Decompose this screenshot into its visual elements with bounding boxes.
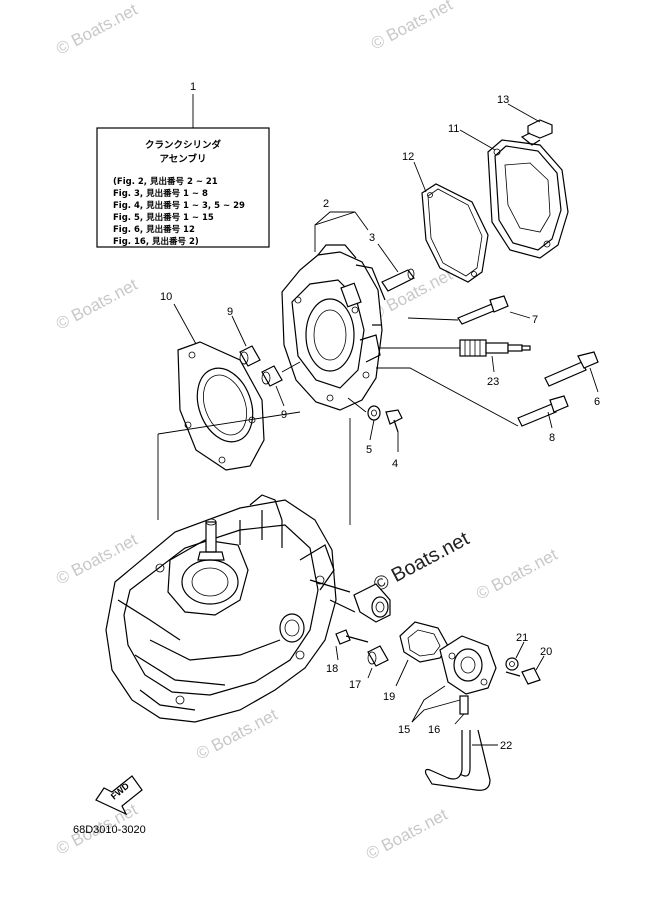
callout-18: 18	[326, 663, 338, 675]
callout-19: 19	[383, 691, 395, 703]
part-11-cover	[459, 129, 569, 259]
callout-16: 16	[428, 724, 440, 736]
watermark: © Boats.net	[53, 275, 141, 334]
box-line: Fig. 3, 見出番号 1 ~ 8	[113, 188, 208, 199]
part-6-bolt	[544, 351, 599, 393]
part-20-bolt	[505, 655, 545, 685]
box-line: Fig. 6, 見出番号 12	[113, 224, 195, 235]
part-15-fitting	[411, 635, 497, 723]
callout-15: 15	[398, 724, 410, 736]
box-line: Fig. 4, 見出番号 1 ~ 3, 5 ~ 29	[113, 200, 245, 211]
callout-layer: 1 2 3 4 5 6 7 8 9 9 10 11 12 13 15 16 17…	[160, 81, 600, 752]
part-17-spacer	[367, 645, 389, 679]
callout-9-lower: 9	[281, 409, 287, 421]
part-23-spark-plug	[378, 339, 531, 373]
watermark: © Boats.net	[368, 265, 456, 324]
box-title-line1: クランクシリンダ	[145, 139, 222, 151]
part-9-pin-upper	[231, 315, 261, 367]
callout-10: 10	[160, 291, 172, 303]
part-13-bolt	[507, 103, 553, 146]
box-line: (Fig. 2, 見出番号 2 ~ 21	[113, 176, 218, 187]
callout-6: 6	[594, 396, 600, 408]
box-line: Fig. 16, 見出番号 2)	[113, 236, 199, 247]
callout-1: 1	[190, 81, 196, 93]
callout-7: 7	[532, 314, 538, 326]
callout-23: 23	[487, 376, 499, 388]
callout-3: 3	[369, 232, 375, 244]
part-16-nipple	[454, 695, 469, 725]
callout-21: 21	[516, 632, 528, 644]
part-4-screw	[385, 409, 403, 452]
part-10-gasket	[173, 303, 265, 471]
leader-head-to-washer	[347, 397, 367, 413]
callout-22: 22	[500, 740, 512, 752]
watermark-center: © Boats.net	[370, 528, 473, 597]
figure-code: 68D3010-3020	[73, 824, 146, 836]
watermark: © Boats.net	[53, 0, 141, 59]
callout-5: 5	[366, 444, 372, 456]
watermark: © Boats.net	[368, 0, 456, 54]
callout-2: 2	[323, 198, 329, 210]
callout-12: 12	[402, 151, 414, 163]
part-2-leader	[314, 211, 369, 252]
callout-13: 13	[497, 94, 509, 106]
assembly-info-box: クランクシリンダ アセンブリ (Fig. 2, 見出番号 2 ~ 21 Fig.…	[96, 94, 270, 248]
part-3-dowel	[377, 243, 415, 292]
part-21-washer	[505, 641, 525, 671]
part-9-pin-lower	[261, 361, 301, 407]
alignment-lines	[157, 411, 351, 525]
box-line: Fig. 5, 見出番号 1 ~ 15	[113, 212, 214, 223]
callout-11: 11	[448, 123, 459, 135]
part-7-bolt	[407, 295, 531, 325]
part-18-bolt	[335, 629, 369, 661]
part-5-washer	[367, 405, 381, 441]
cylinder-head-body	[281, 244, 386, 411]
callout-8: 8	[549, 432, 555, 444]
watermark: © Boats.net	[473, 545, 561, 604]
block-fitting	[353, 583, 391, 623]
callout-17: 17	[349, 679, 361, 691]
part-22-hose	[424, 729, 498, 791]
box-title-line2: アセンブリ	[159, 153, 206, 165]
part-12-gasket	[413, 161, 489, 283]
callout-4: 4	[392, 458, 398, 470]
watermark: © Boats.net	[363, 805, 451, 864]
callout-20: 20	[540, 646, 552, 658]
cylinder-block	[105, 494, 356, 723]
part-8-bolt	[376, 367, 569, 429]
part-19-gasket	[395, 621, 449, 687]
callout-9-upper: 9	[227, 306, 233, 318]
